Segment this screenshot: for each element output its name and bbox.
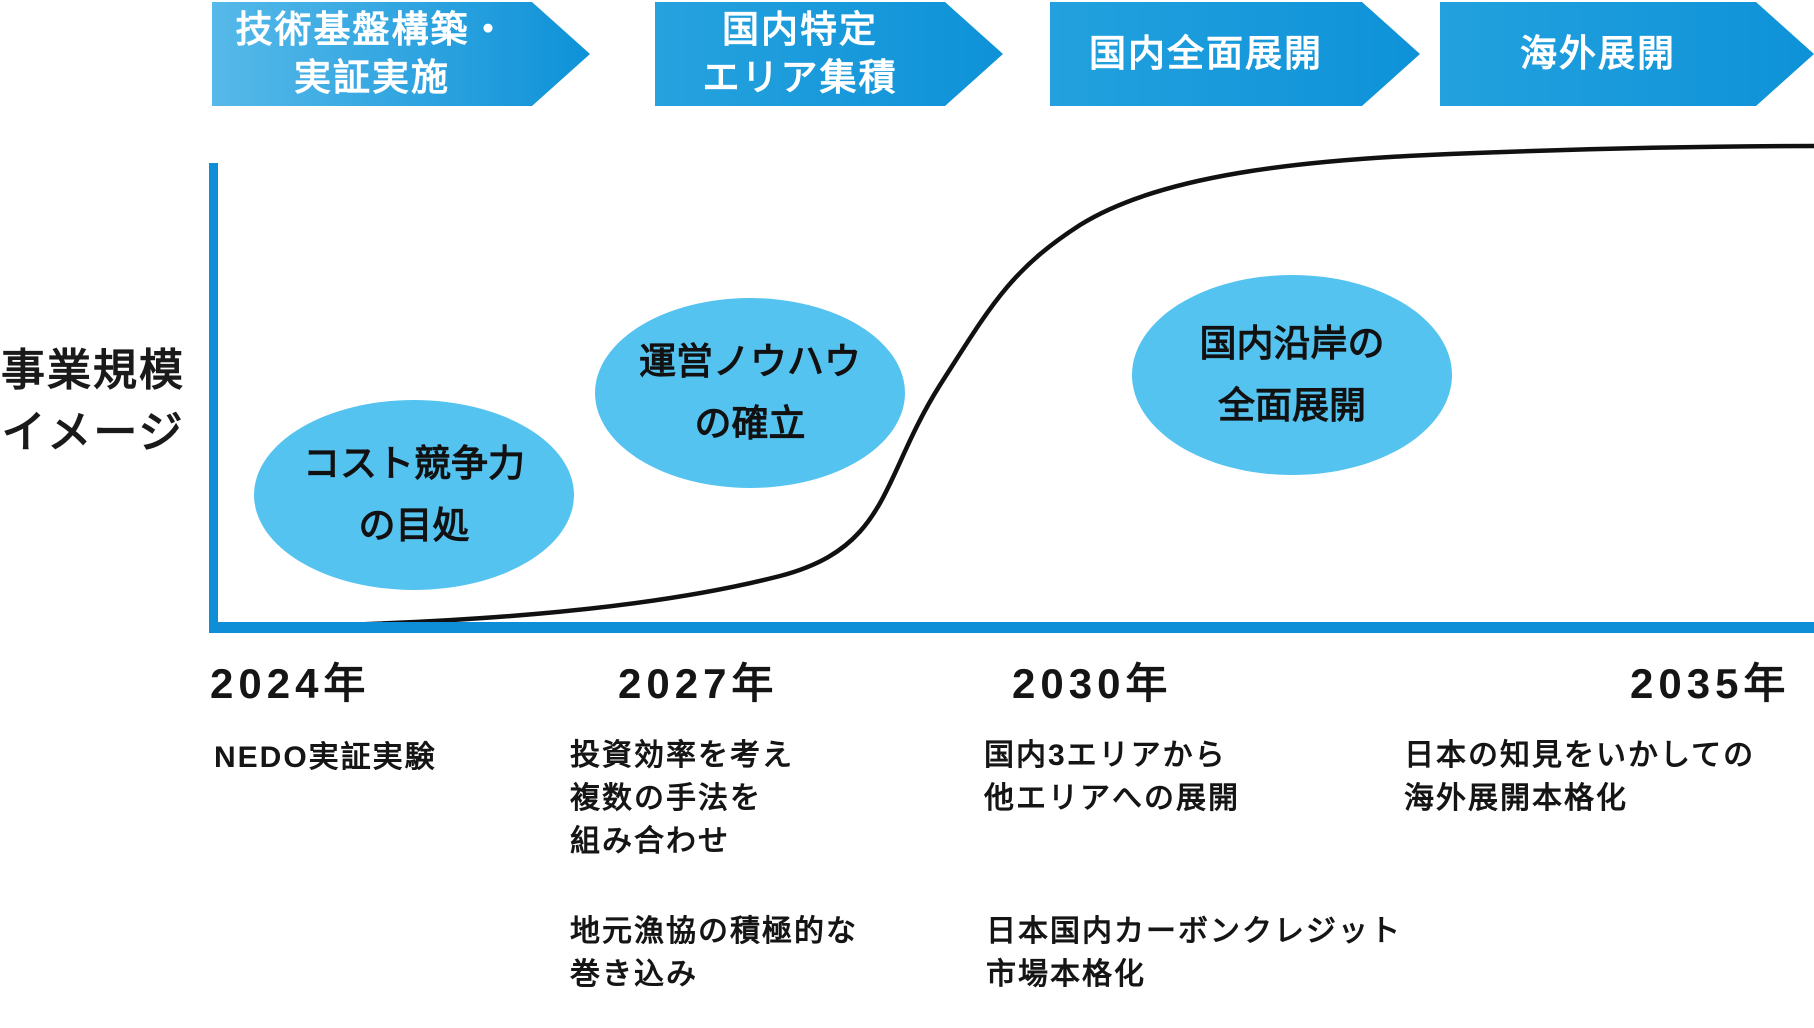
milestone-ellipse-coastal: 国内沿岸の 全面展開 [1132, 275, 1452, 475]
note-2027-b1-line3: 組み合わせ [570, 825, 730, 858]
year-label-2035: 2035年 [1630, 660, 1791, 707]
milestone-ellipse-cost: コスト競争力 の目処 [254, 400, 574, 590]
milestone-3-line2: 全面展開 [1218, 385, 1366, 426]
note-2027-b2-line2: 巻き込み [570, 958, 698, 991]
milestone-1-line1: コスト競争力 [303, 443, 525, 484]
y-axis-caption-line2: イメージ [1, 408, 185, 457]
note-2030-b2-line2: 市場本格化 [986, 958, 1146, 991]
phase-arrow-4-line1: 海外展開 [1520, 33, 1676, 74]
phase-arrow-1: 技術基盤構築・ 実証実施 [212, 2, 590, 106]
milestone-3-line1: 国内沿岸の [1199, 323, 1385, 364]
phase-arrow-2-label: 国内特定 エリア集積 [703, 6, 898, 102]
phase-arrow-1-line1: 技術基盤構築・ [235, 9, 509, 50]
phase-arrow-1-label: 技術基盤構築・ 実証実施 [236, 6, 509, 102]
milestone-2-line1: 運営ノウハウ [639, 341, 861, 382]
milestone-2-line2: の確立 [694, 403, 806, 444]
note-2030-block2: 日本国内カーボンクレジット 市場本格化 [986, 910, 1402, 996]
phase-arrow-2-line1: 国内特定 [722, 9, 878, 50]
phase-arrow-3-line1: 国内全面展開 [1089, 33, 1323, 74]
note-2024-line1: NEDO実証実験 [214, 741, 437, 774]
note-2027-b1-line1: 投資効率を考え [570, 739, 794, 772]
phase-arrow-2-line2: エリア集積 [702, 57, 898, 98]
note-2035-block1: 日本の知見をいかしての 海外展開本格化 [1404, 734, 1755, 820]
y-axis-caption: 事業規模 イメージ [0, 340, 186, 464]
phase-arrow-3-label: 国内全面展開 [1089, 30, 1323, 78]
note-2035-line2: 海外展開本格化 [1404, 782, 1628, 815]
phase-arrow-3: 国内全面展開 [1050, 2, 1420, 106]
note-2027-block2: 地元漁協の積極的な 巻き込み [570, 910, 858, 996]
phase-arrow-2: 国内特定 エリア集積 [655, 2, 1003, 106]
phase-arrow-4: 海外展開 [1440, 2, 1814, 106]
phase-arrow-4-label: 海外展開 [1520, 30, 1676, 78]
year-label-2027: 2027年 [618, 660, 779, 707]
note-2024-block1: NEDO実証実験 [214, 736, 437, 779]
note-2030-block1: 国内3エリアから 他エリアへの展開 [984, 734, 1240, 820]
y-axis-caption-line1: 事業規模 [1, 346, 185, 395]
note-2035-line1: 日本の知見をいかしての [1404, 739, 1756, 772]
phase-arrow-1-line2: 実証実施 [294, 57, 450, 98]
note-2027-b1-line2: 複数の手法を [570, 782, 762, 815]
note-2027-b2-line1: 地元漁協の積極的な [570, 915, 858, 948]
milestone-1-line2: の目処 [358, 505, 470, 546]
milestone-ellipse-knowhow: 運営ノウハウ の確立 [595, 298, 905, 488]
y-axis-line [209, 163, 218, 633]
year-label-2024: 2024年 [210, 660, 371, 707]
note-2027-block1: 投資効率を考え 複数の手法を 組み合わせ [570, 734, 794, 863]
note-2030-b2-line1: 日本国内カーボンクレジット [986, 915, 1402, 948]
note-2030-b1-line2: 他エリアへの展開 [984, 782, 1240, 815]
year-label-2030: 2030年 [1012, 660, 1173, 707]
note-2030-b1-line1: 国内3エリアから [984, 739, 1227, 772]
x-axis-line [209, 622, 1814, 633]
